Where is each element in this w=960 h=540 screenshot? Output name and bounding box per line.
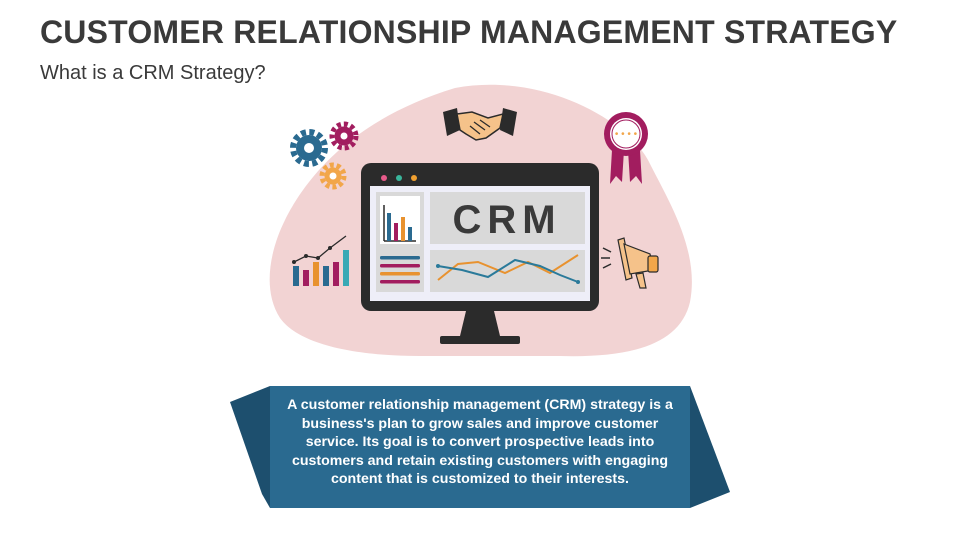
award-ribbon-icon: • • • • [604,112,648,184]
monitor-icon: CRM [361,163,599,344]
slide-title: CUSTOMER RELATIONSHIP MANAGEMENT STRATEG… [40,14,898,50]
description-banner [230,386,730,508]
slide-subtitle: What is a CRM Strategy? [40,62,266,84]
bar-chart-icon [292,235,349,286]
crm-label: CRM [452,198,561,242]
svg-text:• • • •: • • • • [615,129,638,140]
megaphone-icon [601,237,659,289]
gears-icon [290,121,359,190]
description-text: A customer relationship management (CRM)… [287,397,673,487]
handshake-icon [443,108,517,141]
